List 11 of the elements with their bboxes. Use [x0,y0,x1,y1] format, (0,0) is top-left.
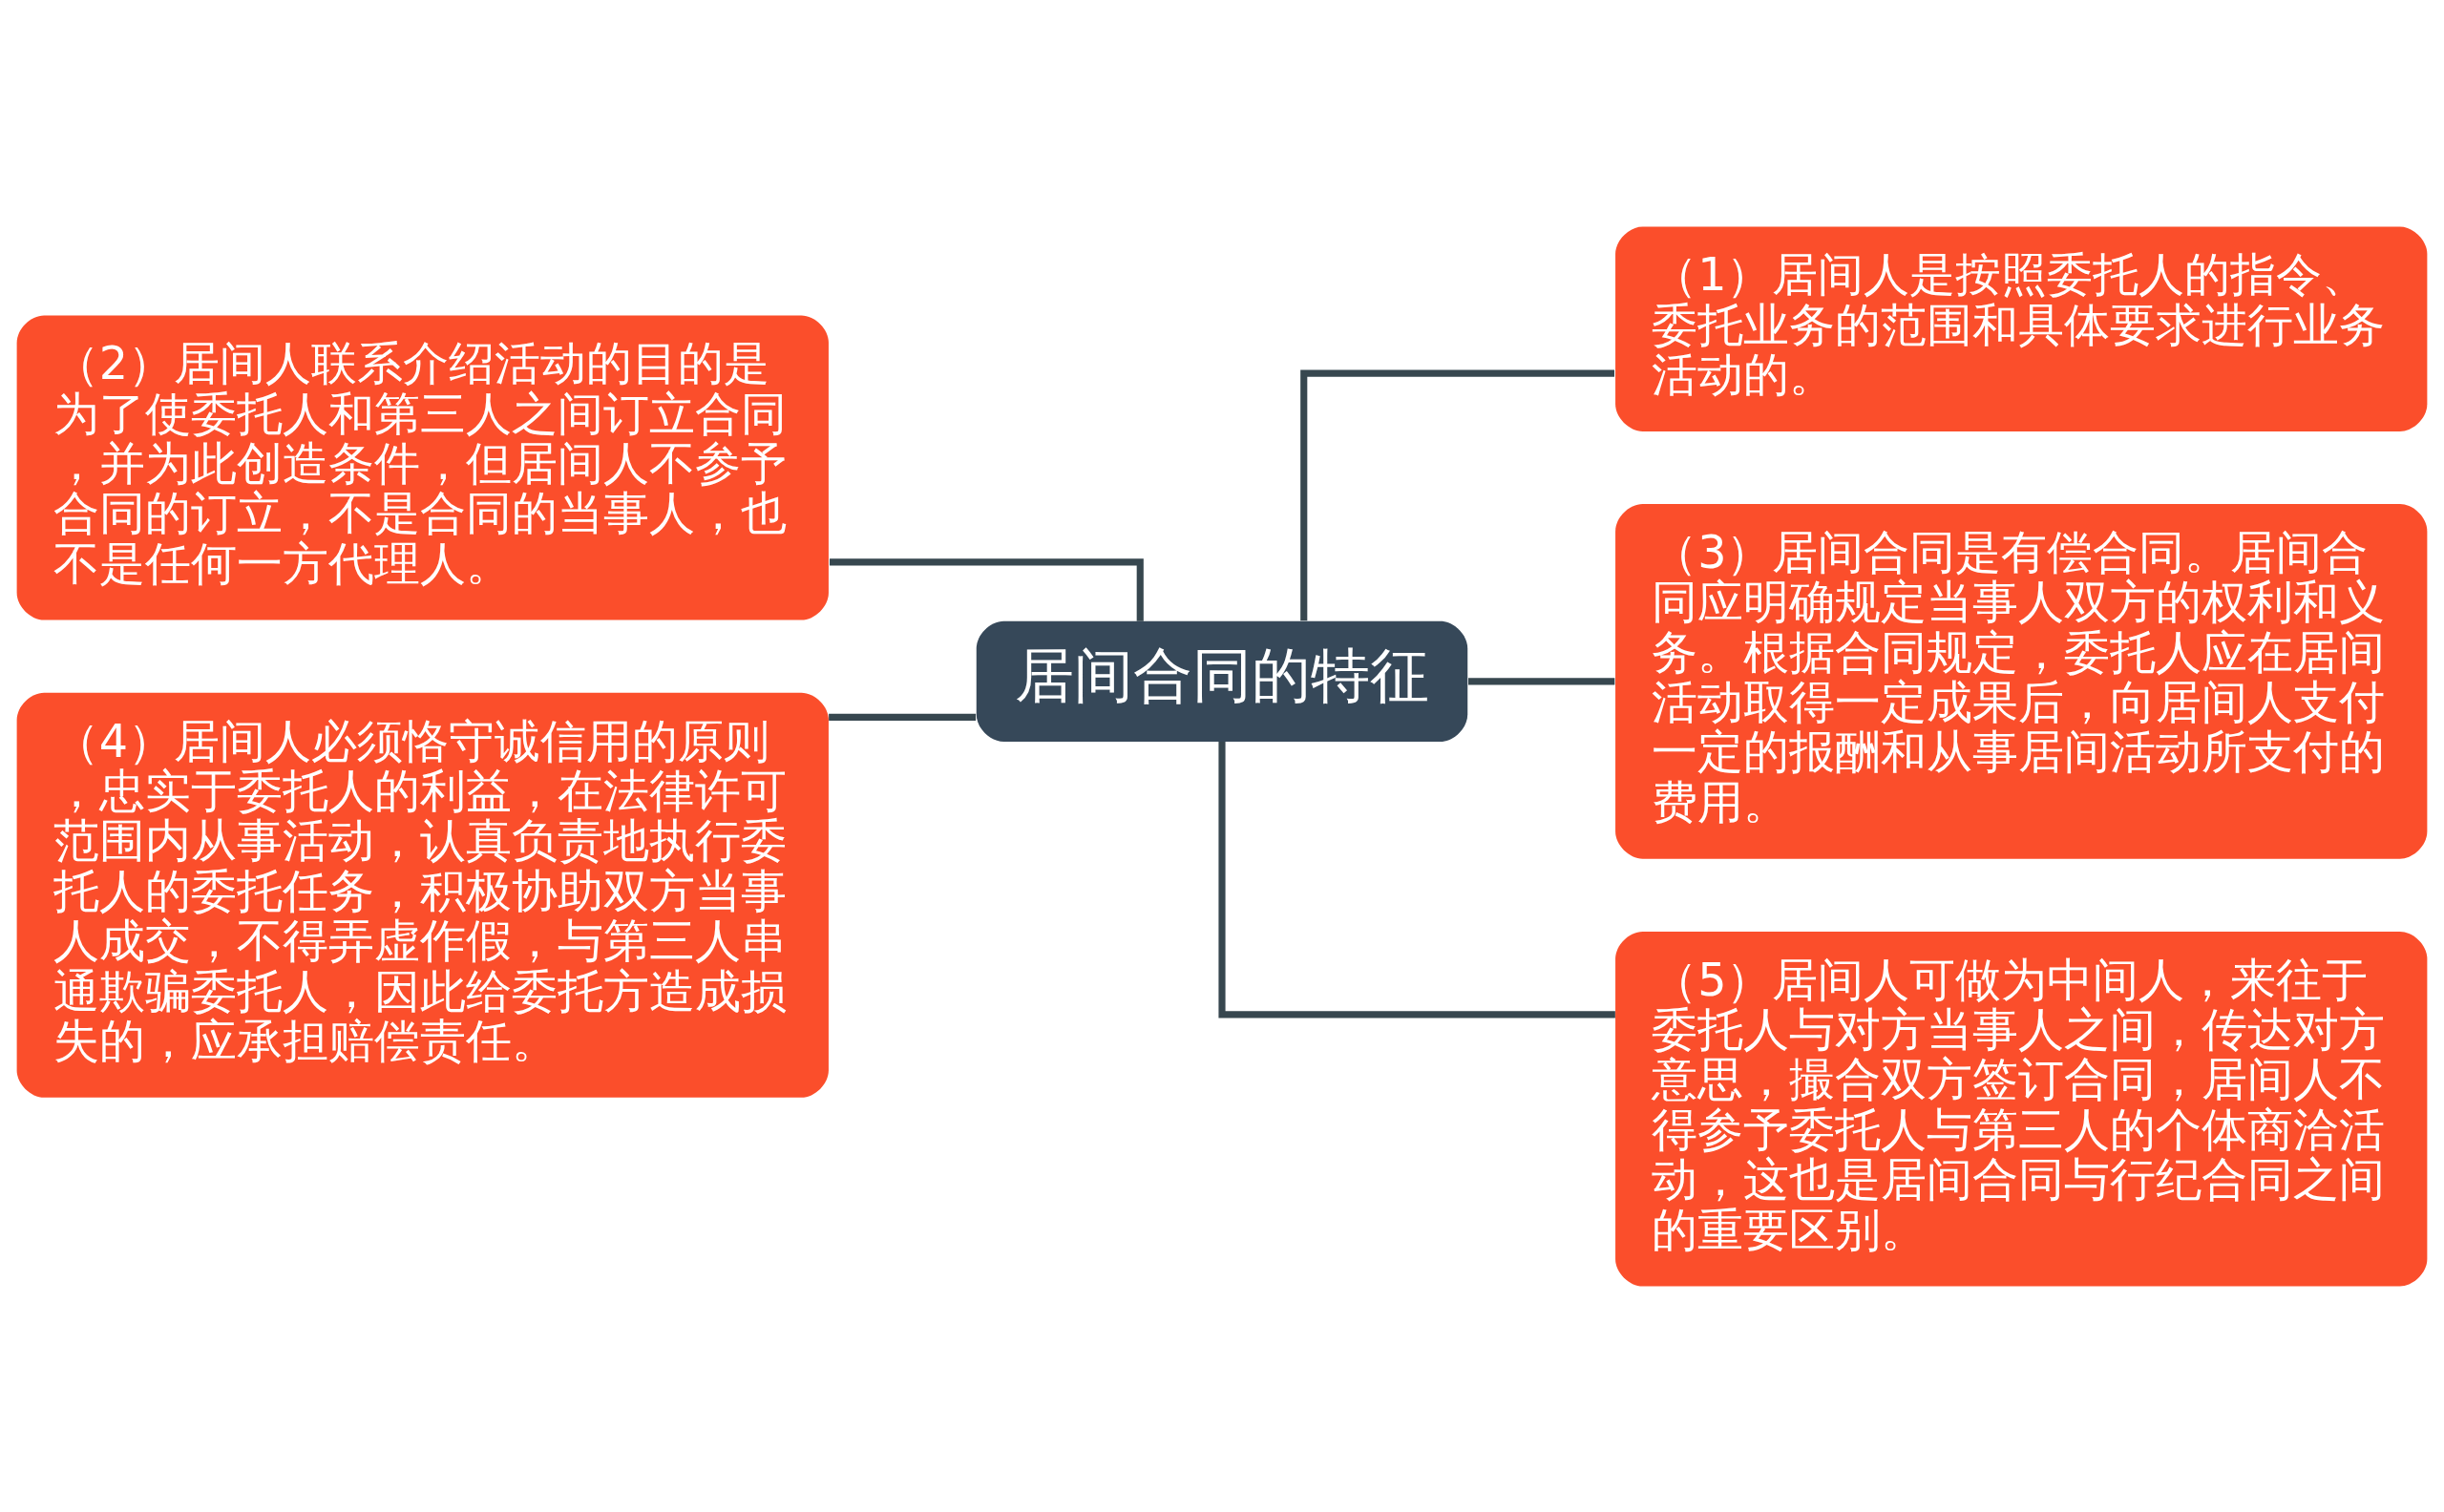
node-box: （3）居间合同是有偿合同。居间合同应明确规定当事人双方的权利和义务。根据合同规定，委托人应在居间活动取得一定成果后，向居间人支付一定的报酬和从事居间活动所支付的费用。 [1615,503,2428,859]
connector [830,557,1144,621]
node-box: （4）居间人必须恪守诚信用的原则，忠实于委托人的利益，在法律许可范围内从事活动，认真负责地执行委托人的委托任务，积极协助双方当事人成交，不得弄虚作假，与第三人串通欺骗委托人，因此给委托方造成损失的，应承担赔偿责任。 [16,692,829,1098]
node-box: （2）居间人联系介绍活动的目的是为了使委托人和第三人之间订立合同，并为此创造条件，但居间人不参予合同的订立，不是合同的当事人，也不是任何一方代理人。 [16,314,829,620]
node-box: （1）居间人是按照委托人的指令、委托业务的范围和具体要求进行业务活动的。 [1615,226,2428,431]
node-box: （5）居间人可做为中间人，来往于委托人与对方当事人之间，传达对方意思，撮合双方签订合同，居间人不得参予委托人与第三人的个体商洽活动，这也是居间合同与行纪合同之间的重要区别。 [1615,931,2428,1286]
connector [1300,369,1614,620]
connector [1218,741,1615,1018]
node-box: 居间合同的特征 [976,620,1468,742]
connector [1468,677,1615,684]
connector [829,713,977,721]
